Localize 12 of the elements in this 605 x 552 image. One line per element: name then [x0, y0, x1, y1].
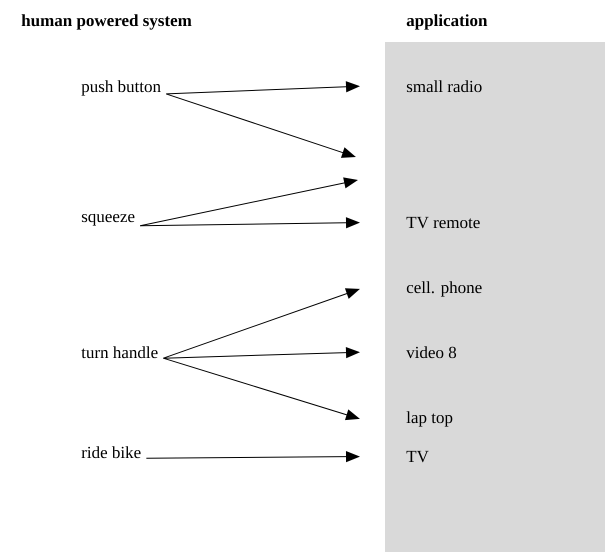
application-label: TV: [406, 450, 429, 462]
application-label: lap top: [406, 411, 452, 427]
application-label: TV remote: [406, 216, 480, 228]
input-label: turn handle: [81, 346, 158, 358]
input-label: squeeze: [82, 214, 134, 226]
application-label: video 8: [406, 346, 456, 358]
input-label: ride bike: [82, 446, 141, 458]
input-label: push button: [81, 80, 161, 96]
column-heading: human powered system: [22, 14, 192, 30]
node-label: application: [406, 14, 488, 30]
application-label: cell. phone: [406, 281, 482, 297]
application-label: small radio: [406, 80, 482, 92]
